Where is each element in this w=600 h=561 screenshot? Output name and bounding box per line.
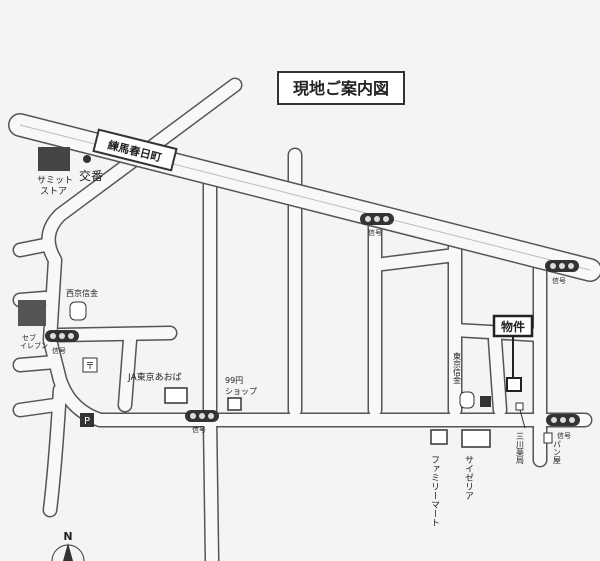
svg-text:パン屋: パン屋 [553, 440, 562, 465]
bakery-building [543, 432, 553, 444]
signal-icon [45, 330, 79, 342]
property-label: 物件 [501, 319, 525, 334]
saizeriya-building [461, 429, 491, 448]
svg-text:三川薬局: 三川薬局 [516, 432, 525, 465]
svg-text:サイゼリア: サイゼリア [463, 455, 474, 500]
signal-icon [546, 414, 580, 426]
parking-icon [80, 413, 94, 427]
svg-text:P: P [84, 416, 90, 427]
svg-text:信号: 信号 [192, 425, 206, 434]
svg-text:N: N [63, 530, 72, 543]
koban-label: 交番 [79, 168, 103, 183]
pharmacy-building [515, 402, 524, 411]
map-title: 現地ご案内図 [293, 79, 389, 98]
seibu-shinkin-label: 西京信金 [66, 288, 98, 298]
property-marker: 物件 [492, 314, 534, 392]
traffic-signals: 信号 信号 信号 信号 信号 [45, 213, 580, 440]
parking-icon [480, 396, 491, 407]
post-office-icon [82, 357, 98, 373]
signal-icon [360, 213, 394, 225]
svg-text:信号: 信号 [52, 346, 66, 355]
signal-icon [185, 410, 219, 422]
svg-text:イレブン: イレブン [20, 341, 48, 350]
svg-text:〒: 〒 [85, 362, 94, 372]
summit-logo-icon [38, 147, 70, 171]
ja-building [164, 387, 188, 404]
north-arrow-icon: N [51, 530, 85, 561]
svg-text:セブ: セブ [22, 333, 36, 342]
svg-text:ファミリーマート: ファミリーマート [429, 455, 439, 527]
seven-eleven-logo-icon [18, 300, 46, 326]
bank-icon [459, 391, 475, 409]
bank-icon [69, 301, 87, 321]
shop99-building [227, 397, 242, 411]
svg-text:信号: 信号 [368, 228, 382, 237]
svg-text:信号: 信号 [552, 276, 566, 285]
svg-text:ショップ: ショップ [225, 387, 257, 396]
svg-text:ストア: ストア [40, 187, 67, 197]
map-title-box: 現地ご案内図 [277, 71, 405, 105]
koban-marker-icon [83, 155, 91, 163]
signal-icon [545, 260, 579, 272]
svg-text:東京信金: 東京信金 [453, 351, 462, 384]
svg-text:99円: 99円 [225, 376, 243, 385]
summit-store: サミット ストア [37, 147, 73, 197]
svg-text:サミット: サミット [37, 175, 73, 186]
svg-text:信号: 信号 [557, 431, 571, 440]
ja-label: JA東京あおば [127, 371, 182, 383]
familymart-building [430, 429, 448, 445]
